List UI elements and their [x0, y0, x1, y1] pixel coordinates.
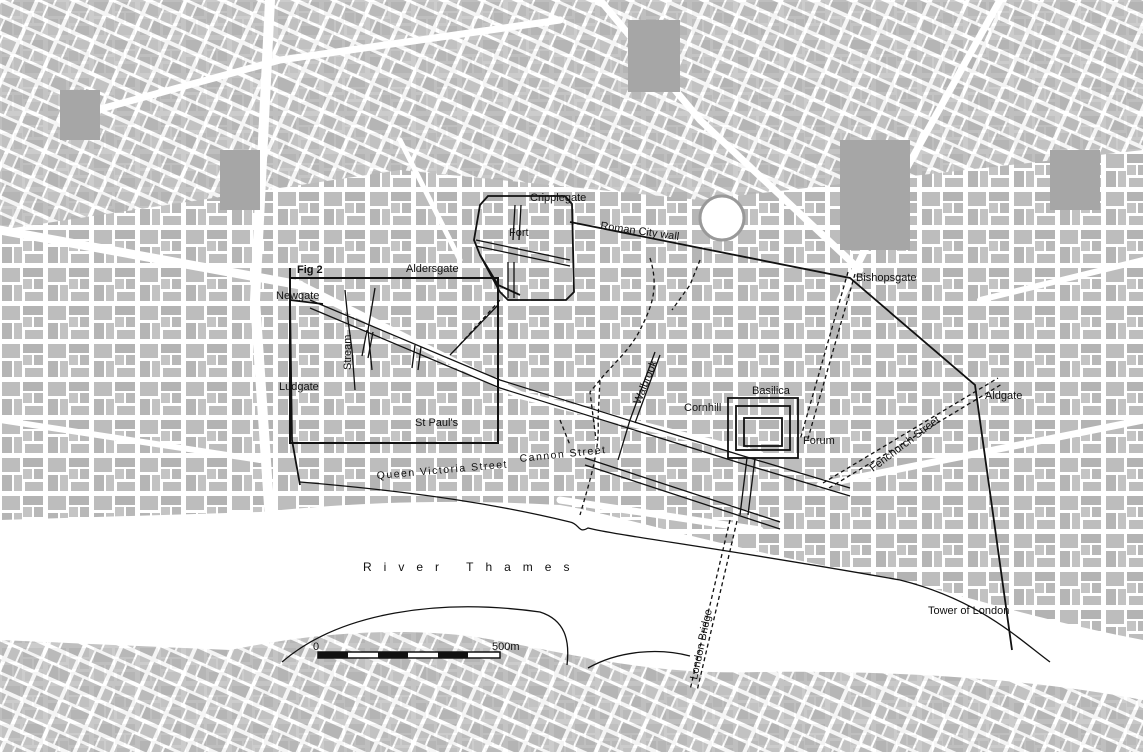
- forum-inner: [743, 417, 783, 447]
- aldersgate-label: Aldersgate: [406, 263, 459, 275]
- walbrook-stream: [579, 257, 655, 516]
- scale-bar: [317, 651, 501, 659]
- ludgate-label: Ludgate: [279, 381, 319, 393]
- river-thames-bank-north: [299, 481, 1051, 663]
- basilica-inner: [735, 405, 791, 451]
- basilica-outline: [727, 397, 799, 459]
- walbrook-stream-east: [617, 351, 661, 461]
- dark-block-4: [60, 90, 100, 140]
- forum-label: Forum: [803, 435, 835, 447]
- scale-start-label: 0: [313, 641, 319, 653]
- river-thames-bank-south: [281, 606, 569, 666]
- basilica-label: Basilica: [752, 385, 791, 397]
- road-stub-2: [411, 344, 422, 371]
- fig-2-label: Fig 2: [297, 264, 323, 276]
- river-thames-bank-south-2: [587, 650, 691, 669]
- forum-road: [739, 457, 756, 516]
- tower-of-london-label: Tower of London: [928, 605, 1009, 617]
- roman-city-wall: [289, 221, 1013, 651]
- fenchurch-road: [822, 377, 1003, 489]
- fort-outline: [473, 195, 575, 301]
- aldgate-label: Aldgate: [985, 390, 1022, 402]
- cornhill-label: Cornhill: [684, 402, 721, 414]
- road-diagonal-aldersgate: [454, 299, 501, 351]
- newgate-label: Newgate: [276, 290, 319, 302]
- walbrook-stream-west: [559, 419, 571, 446]
- river-thames-label: River Thames: [363, 560, 581, 574]
- roman-road-newgate: [309, 299, 851, 489]
- fig-2-frame: [289, 277, 499, 444]
- fort-label: Fort: [509, 227, 529, 239]
- dark-block-5: [1050, 150, 1100, 210]
- walbrook-stream-branch-2: [589, 379, 601, 441]
- london-bridge-line: [689, 519, 738, 692]
- st-pauls-label: St Paul's: [415, 417, 459, 429]
- bishopsgate-label: Bishopsgate: [856, 272, 917, 284]
- roundabout: [698, 194, 746, 242]
- fleet-stream-line-2: [367, 287, 376, 371]
- bishopsgate-road: [799, 271, 856, 443]
- river-thames-water: [0, 501, 1143, 700]
- scale-end-label: 500m: [492, 641, 520, 653]
- roman-road-cannon: [584, 457, 781, 530]
- cripplegate-label: Cripplegate: [530, 192, 586, 204]
- stream-label: Stream: [342, 335, 354, 370]
- dark-block-3: [220, 150, 260, 210]
- road-diagonal-aldersgate-2: [449, 304, 499, 356]
- dark-block-2: [840, 140, 910, 250]
- fleet-stream-line: [344, 289, 356, 391]
- roman-road-newgate-2: [309, 307, 851, 497]
- fort-road-ns: [507, 204, 522, 298]
- walbrook-stream-branch: [671, 259, 701, 311]
- fort-road-ew: [475, 239, 571, 267]
- dark-block-1: [628, 20, 680, 92]
- road-stub-1: [361, 329, 374, 359]
